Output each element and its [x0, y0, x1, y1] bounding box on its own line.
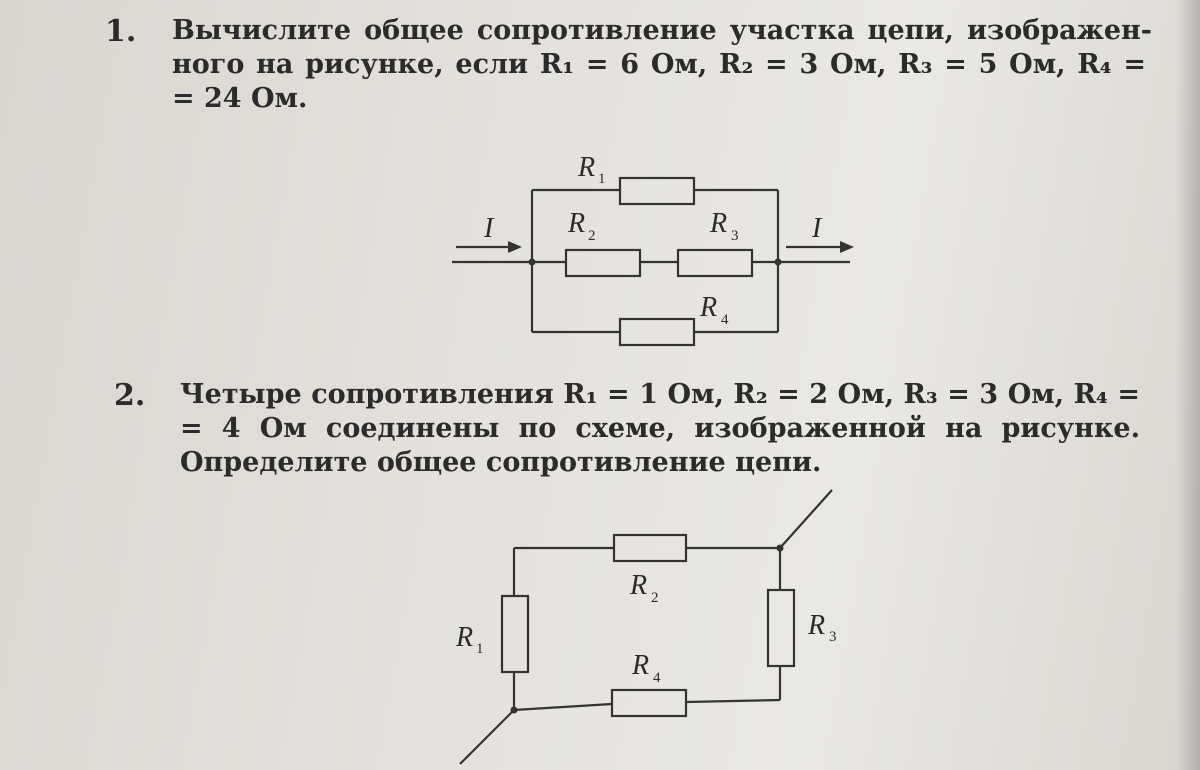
problem-2-line-2: = 4 Ом соединены по схеме, изображенной …: [180, 413, 1140, 444]
terminal-top-right: [779, 489, 833, 549]
problem-1-line-1: Вычислите общее сопротивление участка це…: [172, 15, 1152, 46]
label-current-out: I: [811, 213, 823, 244]
problem-1-line-3: = 24 Ом.: [172, 83, 308, 114]
problem-1-line-2: ного на рисунке, если R₁ = 6 Ом, R₂ = 3 …: [172, 49, 1146, 80]
terminal-bottom-left: [459, 709, 515, 765]
resistor-r1: [618, 176, 696, 206]
resistor2-r1: [500, 594, 530, 674]
label-current-in: I: [483, 213, 495, 244]
resistor2-r3: [766, 588, 796, 668]
label2-r2-sub: 2: [651, 590, 659, 606]
label-r2: R: [567, 208, 585, 239]
problem-2-number: 2.: [114, 378, 146, 413]
resistor2-r2: [612, 533, 688, 563]
label2-r2: R: [629, 570, 647, 601]
problem-2-line-3: Определите общее сопротивление цепи.: [180, 447, 822, 478]
problem-2-line-1: Четыре сопротивления R₁ = 1 Ом, R₂ = 2 О…: [180, 379, 1140, 410]
label-r3: R: [709, 208, 727, 239]
page-edge-shadow: [1176, 0, 1200, 770]
resistor-r3: [676, 248, 754, 278]
label-r4-sub: 4: [721, 312, 729, 328]
label2-r3: R: [807, 610, 825, 641]
problem-1-number: 1.: [105, 14, 137, 49]
label2-r1-sub: 1: [476, 641, 484, 657]
resistor-r4: [618, 317, 696, 347]
label-r4: R: [699, 292, 717, 323]
label-r1-sub: 1: [598, 171, 606, 187]
problem-2-text: Четыре сопротивления R₁ = 1 Ом, R₂ = 2 О…: [180, 378, 1140, 480]
label-r3-sub: 3: [731, 228, 739, 244]
problem-1-text: Вычислите общее сопротивление участка це…: [172, 14, 1152, 116]
label2-r3-sub: 3: [829, 629, 837, 645]
resistor2-r4: [610, 688, 688, 718]
circuit-diagram-2: [459, 489, 833, 765]
resistor-r2: [564, 248, 642, 278]
label2-r4-sub: 4: [653, 670, 661, 686]
label2-r4: R: [631, 650, 649, 681]
label-r2-sub: 2: [588, 228, 596, 244]
label-r1: R: [577, 152, 595, 183]
label2-r1: R: [455, 622, 473, 653]
